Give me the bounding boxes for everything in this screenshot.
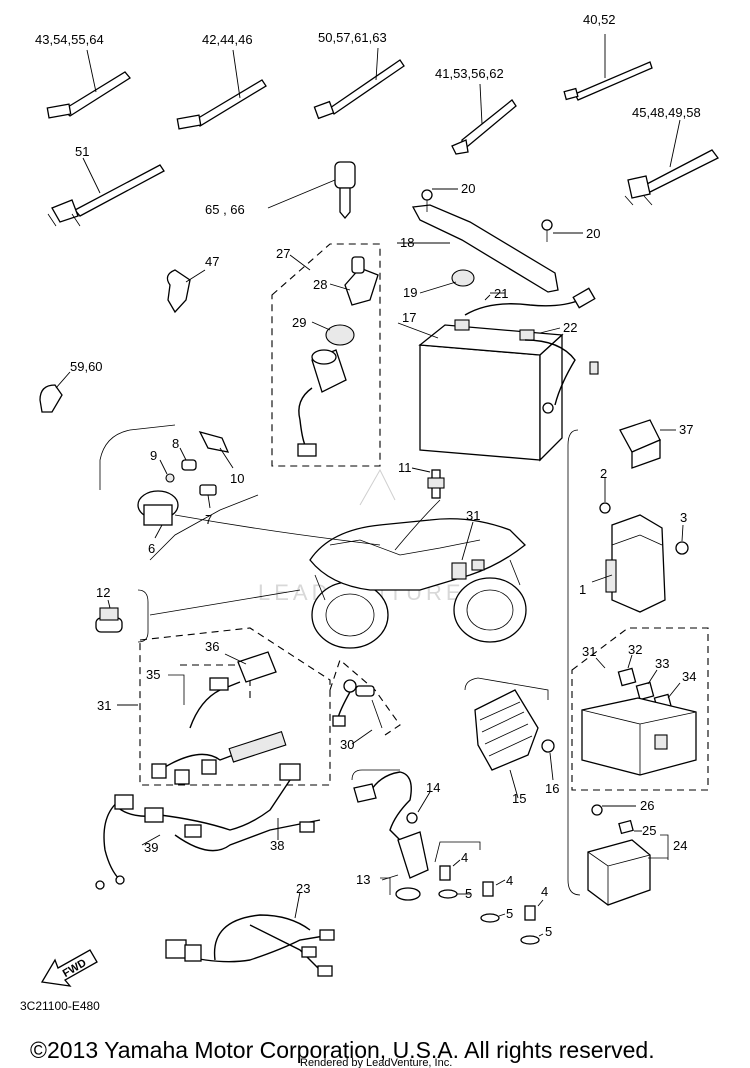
wire-harness-23: 23 [165,881,335,977]
callout-47: 47 [205,254,219,269]
callout-32: 32 [628,642,642,657]
main-switch-group: 27 28 29 [271,243,381,467]
callout-6: 6 [148,541,155,556]
diagram-code: 3C21100-E480 [20,999,100,1013]
callout-45-48-49-58: 45,48,49,58 [632,105,701,120]
rectifier-regulator: 15 16 [464,677,559,806]
callout-9: 9 [150,448,157,463]
callout-31-left: 31 [97,698,111,713]
callout-4-c: 4 [541,884,548,899]
callout-22: 22 [563,320,577,335]
callout-3: 3 [680,510,687,525]
callout-42-44-46: 42,44,46 [202,32,253,47]
callout-35: 35 [146,667,160,682]
cable-tie-40-52: 40,52 [563,12,653,101]
callout-29: 29 [292,315,306,330]
callout-27: 27 [276,246,290,261]
starter-relay: 26 25 24 [587,798,687,906]
callout-24: 24 [673,838,687,853]
fuse-box-group: 31 32 33 34 [571,627,709,791]
callout-36: 36 [205,639,219,654]
callout-20-right: 20 [586,226,600,241]
callout-14: 14 [426,780,440,795]
battery: 17 21 22 [397,286,599,462]
bolts-and-washers: 4 5 4 5 4 5 [434,841,552,945]
callout-11: 11 [398,460,412,475]
cable-tie-51: 51 [47,144,165,227]
clamp-59-60: 59,60 [39,359,103,413]
key-blank: 65 , 66 [205,161,356,220]
callout-28: 28 [313,277,327,292]
cable-tie-50-57-61-63: 50,57,61,63 [313,30,405,120]
callout-43-54-55-64: 43,54,55,64 [35,32,104,47]
callout-2: 2 [600,466,607,481]
callout-50-57-61-63: 50,57,61,63 [318,30,387,45]
cable-tie-42-44-46: 42,44,46 [176,32,267,130]
callout-4-a: 4 [461,850,468,865]
cdi-and-relay: 37 2 3 1 [567,419,693,896]
callout-13: 13 [356,872,370,887]
callout-31-top: 31 [466,508,480,523]
callout-5-a: 5 [465,886,472,901]
callout-15: 15 [512,791,526,806]
callout-23: 23 [296,881,310,896]
speed-sensor: 14 13 [351,769,440,901]
callout-21: 21 [494,286,508,301]
spark-plug: 11 [394,460,445,551]
callout-34: 34 [682,669,696,684]
callout-38: 38 [270,838,284,853]
render-credit: Rendered by LeadVenture, Inc. [300,1057,452,1068]
callout-19: 19 [403,285,417,300]
wire-harness-group-left: 31 36 35 [97,627,331,786]
brake-switch: 30 [329,659,401,752]
callout-39: 39 [144,840,158,855]
callout-12: 12 [96,585,110,600]
callout-8: 8 [172,436,179,451]
callout-16: 16 [545,781,559,796]
callout-31-right: 31 [582,644,596,659]
callout-59-60: 59,60 [70,359,103,374]
clamp-47: 47 [166,254,219,314]
callout-10: 10 [230,471,244,486]
callout-1: 1 [579,582,586,597]
callout-37: 37 [679,422,693,437]
callout-65-66: 65 , 66 [205,202,245,217]
battery-holder-bracket: 20 18 20 19 [397,181,600,300]
copyright-notice: ©2013 Yamaha Motor Corporation, U.S.A. A… [30,1037,655,1063]
wire-harness-38-39: 39 38 [95,763,321,890]
callout-40-52: 40,52 [583,12,616,27]
cable-tie-41-53-56-62: 41,53,56,62 [435,66,517,155]
callout-20-top: 20 [461,181,475,196]
cable-tie-43-54-55-64: 43,54,55,64 [35,32,131,119]
callout-7: 7 [205,512,212,527]
callout-25: 25 [642,823,656,838]
callout-17: 17 [402,310,416,325]
ignition-coil-group: 9 8 10 6 7 [99,424,381,561]
fwd-label: FWD [61,957,89,980]
callout-51: 51 [75,144,89,159]
callout-41-53-56-62: 41,53,56,62 [435,66,504,81]
callout-26: 26 [640,798,654,813]
callout-4-b: 4 [506,873,513,888]
callout-30: 30 [340,737,354,752]
callout-5-b: 5 [506,906,513,921]
wire-harness-callout-31-top: 31 [461,508,480,561]
atv-outline: LEADVENTURE [258,468,527,649]
callout-33: 33 [655,656,669,671]
callout-5-c: 5 [545,924,552,939]
thermo-switch: 12 [95,585,301,643]
forward-arrow-icon: FWD [40,949,98,987]
callout-18: 18 [400,235,414,250]
cable-tie-45-48-49-58: 45,48,49,58 [624,105,719,206]
